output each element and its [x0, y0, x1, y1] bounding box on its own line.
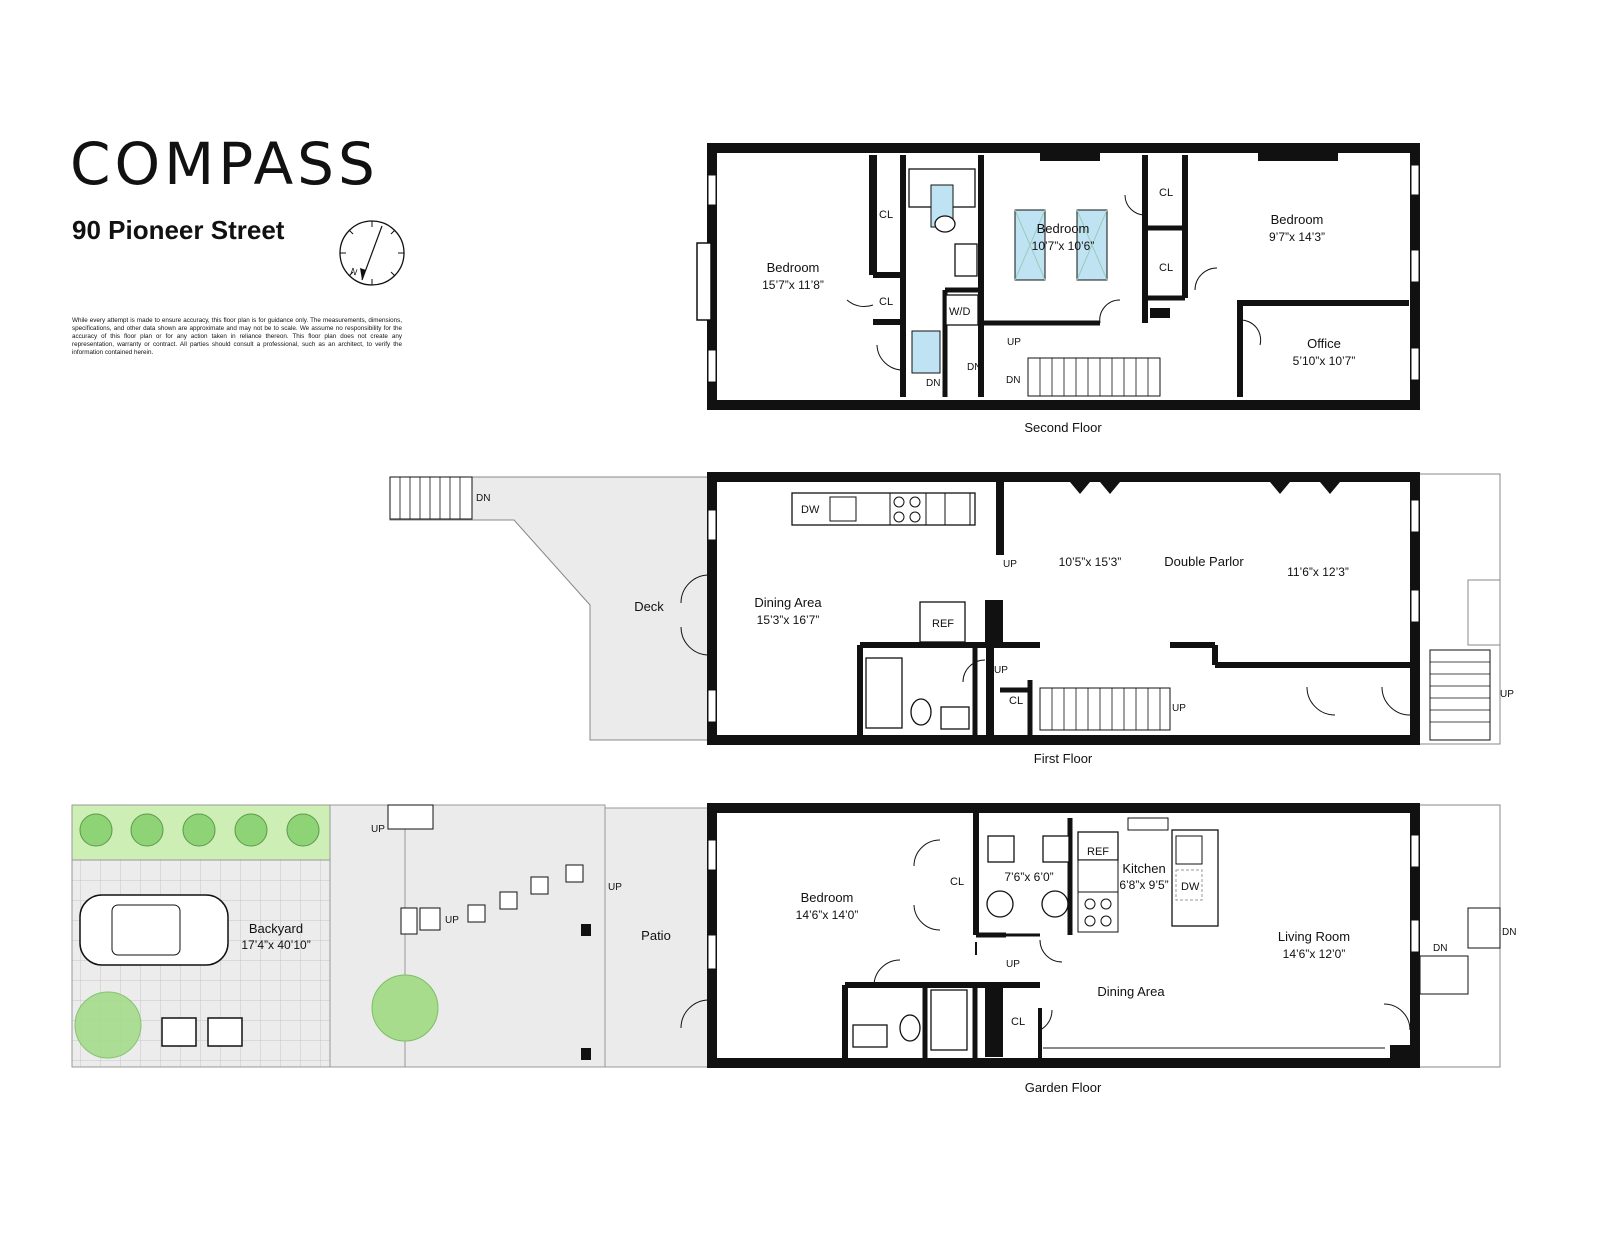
stair-down-label: DN	[967, 362, 981, 373]
stair-up-label: UP	[445, 915, 459, 926]
floor-caption-second: Second Floor	[1024, 420, 1102, 435]
room-size-first-dining: 15’3”x 16’7”	[757, 613, 820, 627]
closet-label: CL	[879, 296, 893, 308]
room-size-garden-bedroom: 14’6”x 14’0”	[796, 908, 859, 922]
washer-dryer-label: W/D	[949, 306, 970, 318]
refrigerator-label: REF	[1087, 846, 1109, 858]
room-name-living-room: Living Room	[1278, 929, 1350, 944]
room-name-second-bedroom-center: Bedroom	[1037, 221, 1090, 236]
stair-down-label: DN	[926, 378, 940, 389]
closet-label: CL	[1159, 187, 1173, 199]
room-size-kitchen: 6’8”x 9’5”	[1119, 878, 1168, 892]
room-name-backyard: Backyard	[249, 921, 303, 936]
refrigerator-label: REF	[932, 618, 954, 630]
room-name-double-parlor: Double Parlor	[1164, 554, 1244, 569]
floor-caption-first: First Floor	[1034, 751, 1093, 766]
stair-up-label: UP	[1003, 559, 1017, 570]
closet-label: CL	[950, 876, 964, 888]
stair-up-label: UP	[1007, 337, 1021, 348]
room-size-nook: 7’6”x 6’0”	[1004, 870, 1053, 884]
room-size-second-bedroom-west: 15’7”x 11’8”	[762, 278, 824, 292]
room-name-deck: Deck	[634, 599, 664, 614]
room-size-parlor-left: 10’5”x 15’3”	[1059, 555, 1122, 569]
room-size-living-room: 14’6”x 12’0”	[1283, 947, 1346, 961]
closet-label: CL	[879, 209, 893, 221]
stair-down-label: DN	[1433, 943, 1447, 954]
disclaimer-text: While every attempt is made to ensure ac…	[72, 317, 402, 356]
closet-label: CL	[1009, 695, 1023, 707]
room-size-second-bedroom-east: 9’7”x 14’3”	[1269, 230, 1325, 244]
stair-up-label: UP	[1006, 959, 1020, 970]
logo-compass: COMPASS	[70, 130, 379, 198]
floor-caption-garden: Garden Floor	[1025, 1080, 1102, 1095]
room-name-kitchen: Kitchen	[1122, 861, 1165, 876]
room-name-garden-dining: Dining Area	[1097, 984, 1165, 999]
room-name-office: Office	[1307, 336, 1341, 351]
dishwasher-label: DW	[801, 504, 820, 516]
dishwasher-label: DW	[1181, 881, 1200, 893]
property-address: 90 Pioneer Street	[72, 215, 285, 245]
car-icon	[79, 894, 229, 966]
stair-up-label: UP	[994, 665, 1008, 676]
second-floor-plan: Bedroom 15’7”x 11’8” Bedroom 10’7”x 10’6…	[696, 143, 1420, 435]
stair-up-label: UP	[608, 882, 622, 893]
garden-floor-plan: Backyard 17’4”x 40’10” Patio Bedroom 14’…	[71, 803, 1516, 1095]
room-name-second-bedroom-west: Bedroom	[767, 260, 820, 275]
room-name-patio: Patio	[641, 928, 671, 943]
room-size-office: 5’10”x 10’7”	[1293, 354, 1356, 368]
stair-down-label: DN	[1502, 927, 1516, 938]
closet-label: CL	[1159, 262, 1173, 274]
stair-up-label: UP	[1500, 689, 1514, 700]
room-size-second-bedroom-center: 10’7”x 10’6”	[1032, 239, 1095, 253]
stair-down-label: DN	[1006, 375, 1020, 386]
compass-north-label: N	[349, 266, 359, 278]
first-floor-plan: Deck Dining Area 15’3”x 16’7” Double Par…	[389, 472, 1514, 766]
room-name-first-dining: Dining Area	[754, 595, 822, 610]
stair-up-label: UP	[371, 824, 385, 835]
compass-rose-icon: N	[339, 220, 405, 286]
stair-up-label: UP	[1172, 703, 1186, 714]
closet-label: CL	[1011, 1016, 1025, 1028]
room-name-second-bedroom-east: Bedroom	[1271, 212, 1324, 227]
stair-down-label: DN	[476, 493, 490, 504]
room-name-garden-bedroom: Bedroom	[801, 890, 854, 905]
room-size-backyard: 17’4”x 40’10”	[241, 938, 310, 952]
room-size-parlor-right: 11’6”x 12’3”	[1287, 565, 1349, 579]
